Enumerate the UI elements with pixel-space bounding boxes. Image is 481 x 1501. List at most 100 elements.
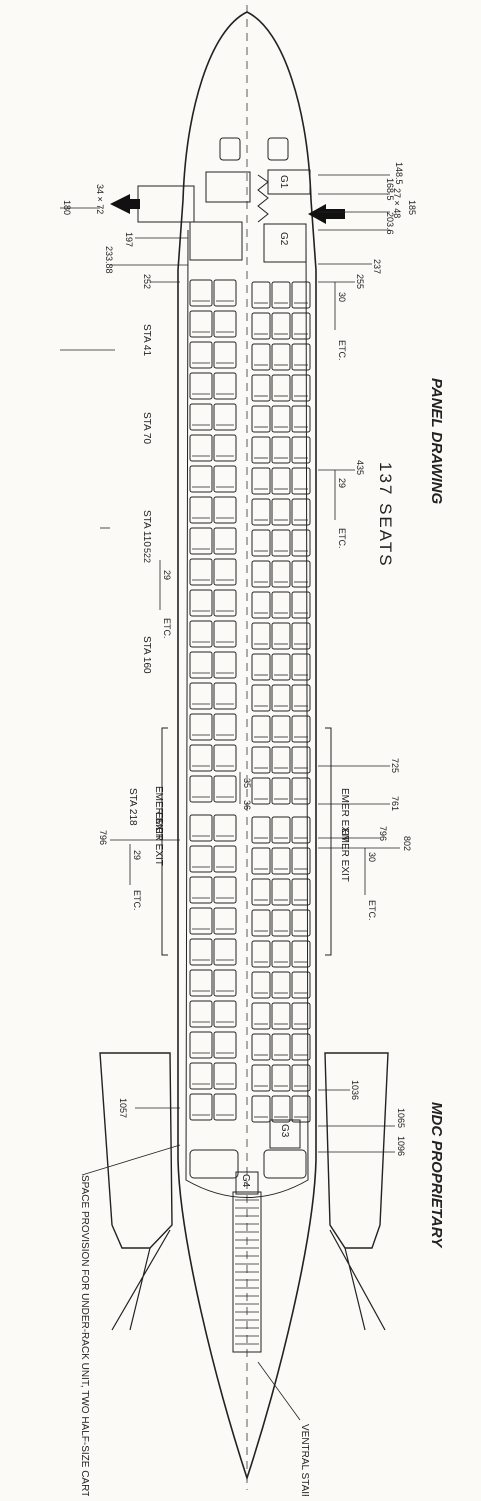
station-70: STA 70	[141, 412, 152, 444]
dim-203-6: 203.6	[385, 212, 395, 235]
seat-left-b	[213, 907, 237, 935]
seat-right-a	[251, 374, 271, 402]
etc-4: ETC.	[132, 890, 142, 911]
seat-right-a	[251, 746, 271, 774]
note-space-line: SPACE PROVISION FOR UNDER-RACK UNIT, TWO…	[79, 1175, 90, 1496]
seat-right-c	[291, 715, 311, 743]
seat-right-a	[251, 1064, 271, 1092]
seat-right-a	[251, 467, 271, 495]
seat-right-a	[251, 498, 271, 526]
seat-left-b	[213, 341, 237, 369]
seat-left-b	[213, 1031, 237, 1059]
seat-right-a	[251, 653, 271, 681]
seat-right-a	[251, 560, 271, 588]
seat-left-b	[213, 876, 237, 904]
seat-right-b	[271, 1002, 291, 1030]
aft-lavatory-right	[263, 1149, 307, 1179]
seat-right-b	[271, 374, 291, 402]
emer-exit-left-1: EMER EXIT	[153, 786, 164, 840]
seat-right-b	[271, 498, 291, 526]
seat-left-b	[213, 938, 237, 966]
seat-right-c	[291, 971, 311, 999]
seat-right-b	[271, 560, 291, 588]
seat-block-right	[251, 281, 311, 1123]
seat-right-a	[251, 1033, 271, 1061]
seat-right-a	[251, 1002, 271, 1030]
seat-left-a	[189, 589, 213, 617]
forward-stair	[137, 185, 195, 223]
emer-exit-right-1: EMER EXIT	[339, 788, 350, 842]
seat-right-a	[251, 847, 271, 875]
cabin-wall-inner	[185, 229, 309, 1198]
seat-left-a	[189, 279, 213, 307]
seat-left-a	[189, 775, 213, 803]
pitch-36: 36	[242, 800, 252, 810]
seat-left-a	[189, 969, 213, 997]
dim-255: 255	[355, 274, 365, 289]
seat-right-b	[271, 312, 291, 340]
door-size-right: 27 × 48	[392, 188, 402, 218]
dim-237: 237	[372, 259, 382, 274]
dim-1057: 1057	[118, 1098, 128, 1118]
dim-522: 522	[142, 548, 152, 563]
seat-left-a	[189, 938, 213, 966]
seat-right-c	[291, 1064, 311, 1092]
panel-drawing-title: PANEL DRAWING	[428, 378, 445, 504]
exit-bracket-right	[325, 727, 332, 956]
seat-left-a	[189, 713, 213, 741]
engine-pylon-left	[111, 1229, 171, 1331]
emer-exit-right-2: EMER EXIT	[339, 828, 350, 882]
seat-right-b	[271, 281, 291, 309]
forward-lavatory	[189, 221, 243, 261]
seat-right-a	[251, 816, 271, 844]
seat-left-a	[189, 496, 213, 524]
accordion-partition	[257, 174, 269, 223]
fuselage-outline	[177, 11, 317, 1481]
note-ventral-stairway: VENTRAL STAIRWAY	[299, 1424, 310, 1496]
entry-arrow-left	[110, 194, 140, 214]
seat-right-a	[251, 343, 271, 371]
galley-g4-label: G4	[240, 1174, 251, 1188]
seat-left-a	[189, 341, 213, 369]
seat-right-b	[271, 436, 291, 464]
seat-left-a	[189, 465, 213, 493]
seat-left-b	[213, 496, 237, 524]
seat-right-a	[251, 878, 271, 906]
seat-right-b	[271, 467, 291, 495]
note-space-provision: SPACE PROVISION FOR UNDER-RACK UNIT, TWO…	[79, 1175, 90, 1496]
seat-left-b	[213, 682, 237, 710]
seat-left-b	[213, 775, 237, 803]
seat-left-b	[213, 465, 237, 493]
door-size-left: 34 × 72	[95, 184, 105, 214]
seat-left-b	[213, 1062, 237, 1090]
dim-796-left: 796	[98, 830, 108, 845]
seat-left-a	[189, 1093, 213, 1121]
dim-761: 761	[390, 796, 400, 811]
seat-left-a	[189, 403, 213, 431]
seat-right-c	[291, 909, 311, 937]
dim-435: 435	[355, 460, 365, 475]
dim-233-88: 233.88	[104, 246, 114, 274]
pitch-30-fwd: 30	[337, 292, 347, 302]
seat-left-b	[213, 1000, 237, 1028]
seat-left-b	[213, 651, 237, 679]
galley-g4	[235, 1171, 259, 1195]
seat-right-c	[291, 847, 311, 875]
seat-right-c	[291, 653, 311, 681]
seat-left-a	[189, 434, 213, 462]
seat-right-c	[291, 467, 311, 495]
dim-725: 725	[390, 758, 400, 773]
seat-right-b	[271, 529, 291, 557]
seat-block-left	[189, 279, 237, 1121]
pitch-35: 35	[242, 778, 252, 788]
seat-left-b	[213, 620, 237, 648]
dim-197: 197	[124, 232, 134, 247]
dim-796-right: 796	[378, 826, 388, 841]
seat-right-b	[271, 746, 291, 774]
seat-right-c	[291, 684, 311, 712]
etc-3: ETC.	[162, 618, 172, 639]
seat-right-c	[291, 374, 311, 402]
seat-right-a	[251, 715, 271, 743]
seat-left-b	[213, 527, 237, 555]
